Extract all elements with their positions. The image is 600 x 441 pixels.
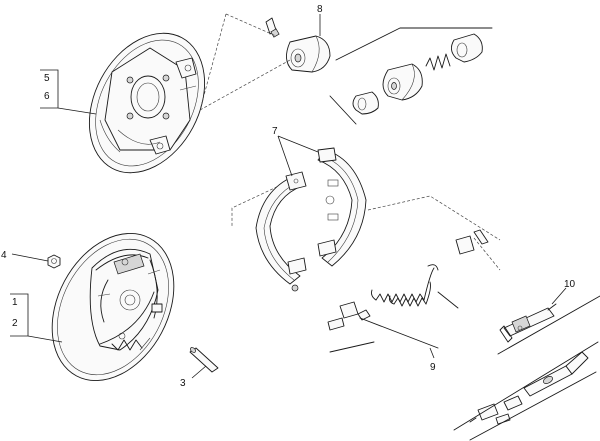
guide-pin bbox=[189, 347, 219, 379]
brake-assembly bbox=[51, 232, 175, 382]
nut bbox=[11, 253, 61, 269]
callout-3: 3 bbox=[180, 378, 186, 389]
backing-plate bbox=[88, 32, 206, 174]
adjuster-mechanism bbox=[453, 287, 600, 441]
callout-4: 4 bbox=[1, 250, 7, 261]
callout-1: 1 bbox=[12, 297, 18, 308]
callout-labels: 5 6 4 1 2 3 8 7 9 10 bbox=[1, 4, 576, 389]
callout-10: 10 bbox=[564, 279, 576, 290]
callout-5: 5 bbox=[44, 73, 50, 84]
shoe-hardware bbox=[327, 229, 489, 359]
callout-8: 8 bbox=[317, 4, 323, 15]
callout-6: 6 bbox=[44, 91, 50, 102]
callout-7: 7 bbox=[272, 126, 278, 137]
wheel-cylinder bbox=[265, 14, 493, 125]
callout-brackets bbox=[10, 69, 97, 343]
brake-shoes bbox=[255, 135, 367, 292]
callout-2: 2 bbox=[12, 318, 18, 329]
callout-9: 9 bbox=[430, 362, 436, 373]
